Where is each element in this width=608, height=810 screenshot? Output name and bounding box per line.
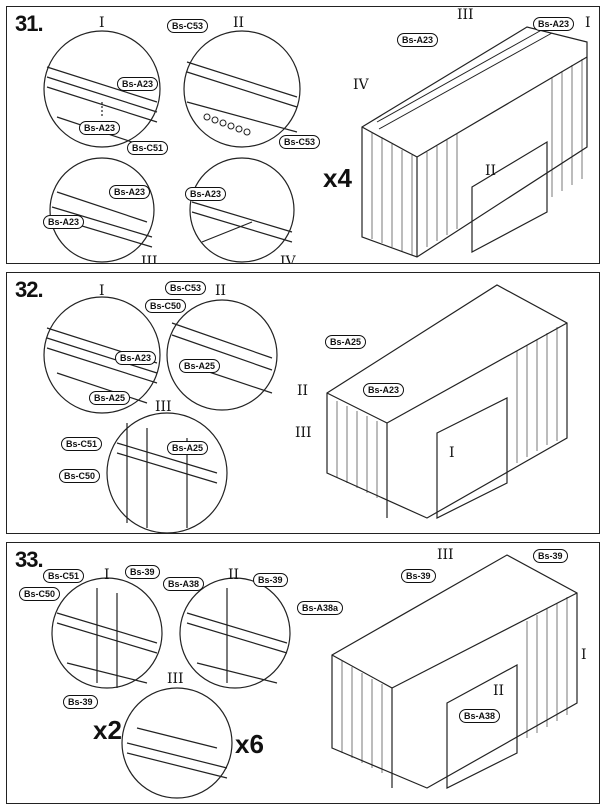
part-tag: Bs-C50 xyxy=(145,299,187,313)
part-tag: Bs-C51 xyxy=(61,437,103,451)
detail-circle-ii xyxy=(179,577,291,689)
shed-32 xyxy=(326,284,568,519)
part-tag: Bs-A25 xyxy=(89,391,131,405)
shed-33 xyxy=(331,554,578,789)
part-tag: Bs-A25 xyxy=(167,441,209,455)
part-tag: Bs-39 xyxy=(401,569,436,583)
shed-label: II xyxy=(297,383,309,399)
step-32-panel: I II III 32. Bs-C53 Bs-C50 Bs-A23 Bs-A25… xyxy=(6,272,600,534)
label-iii: III xyxy=(155,399,172,415)
label-i: I xyxy=(99,15,105,31)
label-iii: III xyxy=(141,254,158,264)
detail-circle-iii xyxy=(49,157,155,263)
part-tag: Bs-A23 xyxy=(397,33,439,47)
shed-label: I xyxy=(581,647,587,663)
part-tag: Bs-A25 xyxy=(179,359,221,373)
part-tag: Bs-A23 xyxy=(79,121,121,135)
label-iii: III xyxy=(167,671,184,687)
part-tag: Bs-A38 xyxy=(459,709,501,723)
shed-label: IV xyxy=(353,77,369,93)
part-tag: Bs-C53 xyxy=(167,19,209,33)
detail-circle-ii xyxy=(166,299,278,411)
label-ii: II xyxy=(228,567,239,583)
shed-label: III xyxy=(295,425,312,441)
shed-label: I xyxy=(585,15,591,31)
shed-label: II xyxy=(493,683,505,699)
part-tag: Bs-A23 xyxy=(109,185,151,199)
step-number: 32. xyxy=(15,277,44,302)
multiplier: x6 xyxy=(235,729,264,759)
detail-circle-i xyxy=(43,296,161,414)
part-tag: Bs-C50 xyxy=(19,587,61,601)
part-tag: Bs-A25 xyxy=(325,335,367,349)
part-tag: Bs-A23 xyxy=(43,215,85,229)
shed-label: III xyxy=(457,7,474,23)
part-tag: Bs-A38a xyxy=(297,601,344,615)
part-tag: Bs-39 xyxy=(125,565,160,579)
detail-circle-iii xyxy=(121,687,233,799)
step-33-panel: I II III 33. x2 x6 Bs-C51 Bs-C50 Bs-39 B… xyxy=(6,542,600,804)
label-i: I xyxy=(104,567,110,583)
part-tag: Bs-C53 xyxy=(279,135,321,149)
detail-circle-iv xyxy=(189,157,295,263)
step-32-illustration: I II III xyxy=(43,283,568,533)
part-tag: Bs-A23 xyxy=(185,187,227,201)
multiplier: x4 xyxy=(323,163,352,193)
part-tag: Bs-A23 xyxy=(117,77,159,91)
shed-label: II xyxy=(485,163,497,179)
part-tag: Bs-C51 xyxy=(127,141,169,155)
detail-circle-ii xyxy=(183,30,301,148)
part-tag: Bs-C50 xyxy=(59,469,101,483)
part-tag: Bs-A38 xyxy=(163,577,205,591)
shed-label: I xyxy=(449,445,455,461)
part-tag: Bs-A23 xyxy=(533,17,575,31)
part-tag: Bs-39 xyxy=(533,549,568,563)
shed-label: III xyxy=(437,547,454,563)
label-i: I xyxy=(99,283,105,299)
label-iv: IV xyxy=(280,254,297,264)
step-31-panel: I II III IV 31. x4 Bs-A23 Bs-A23 Bs-C53 … xyxy=(6,6,600,264)
shed-31 xyxy=(361,26,588,258)
label-ii: II xyxy=(215,283,226,299)
multiplier: x2 xyxy=(93,715,122,745)
detail-circle-iii xyxy=(106,412,228,533)
step-number: 31. xyxy=(15,11,44,36)
part-tag: Bs-C51 xyxy=(43,569,85,583)
detail-circle-i xyxy=(51,577,163,689)
label-ii: II xyxy=(233,15,244,31)
step-33-illustration: I II III xyxy=(51,554,578,799)
part-tag: Bs-C53 xyxy=(165,281,207,295)
step-number: 33. xyxy=(15,547,44,572)
step-31-illustration: I II III IV xyxy=(43,15,588,264)
part-tag: Bs-39 xyxy=(63,695,98,709)
part-tag: Bs-A23 xyxy=(115,351,157,365)
detail-circle-i xyxy=(43,30,161,148)
part-tag: Bs-39 xyxy=(253,573,288,587)
part-tag: Bs-A23 xyxy=(363,383,405,397)
